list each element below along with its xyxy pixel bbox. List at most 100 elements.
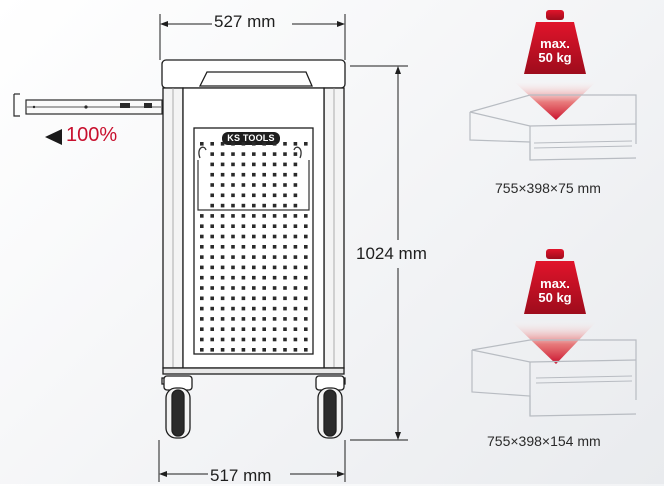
pegboard-hole: [220, 286, 225, 290]
pegboard-hole: [210, 327, 214, 331]
pegboard-hole: [293, 214, 298, 218]
max-label: max.: [540, 276, 570, 291]
pegboard-hole: [210, 193, 214, 198]
pegboard-hole: [283, 348, 287, 352]
width-top-label: 527 mm: [214, 12, 276, 31]
pegboard-hole: [262, 234, 266, 239]
pegboard-hole: [283, 327, 287, 331]
pegboard-hole: [272, 203, 277, 208]
caster-wheel-icon: [163, 375, 345, 439]
height-label: 1024 mm: [356, 244, 427, 263]
weight-icon: [524, 249, 586, 314]
pegboard-hole: [231, 255, 235, 259]
pegboard-hole: [231, 162, 235, 167]
pegboard-hole: [304, 337, 308, 342]
pegboard-hole: [241, 348, 246, 352]
pegboard-hole: [210, 172, 214, 177]
pegboard-hole: [304, 317, 308, 321]
pegboard-hole: [241, 224, 246, 228]
pegboard-hole: [304, 275, 308, 280]
pegboard-hole: [210, 214, 214, 218]
pegboard-hole: [231, 183, 235, 187]
pegboard-hole: [272, 162, 277, 167]
pegboard-hole: [231, 224, 235, 228]
pegboard-hole: [272, 152, 277, 156]
pegboard-hole: [262, 214, 266, 218]
pegboard-hole: [241, 296, 246, 301]
pegboard-hole: [200, 142, 204, 146]
pegboard-hole: [283, 296, 287, 301]
pegboard-hole: [252, 172, 256, 177]
pegboard-hole: [283, 162, 287, 167]
pegboard-hole: [220, 275, 225, 280]
drawer-size-label-1: 755×398×75 mm: [495, 180, 601, 196]
pegboard-hole: [272, 275, 277, 280]
pegboard-hole: [262, 255, 266, 259]
pegboard-hole: [304, 214, 308, 218]
max-load-badge-1: max. 50 kg: [527, 37, 583, 65]
pegboard-hole: [252, 255, 256, 259]
pegboard-hole: [252, 224, 256, 228]
drawer-illustration-2: [471, 339, 637, 417]
pegboard-hole: [241, 275, 246, 280]
pegboard-hole: [262, 203, 266, 208]
pegboard-hole: [272, 296, 277, 301]
pegboard-hole: [210, 296, 214, 301]
pegboard-hole: [272, 317, 277, 321]
pegboard-hole: [200, 296, 204, 301]
pegboard-hole: [210, 162, 214, 167]
pegboard-hole: [231, 193, 235, 198]
pegboard-hole: [293, 245, 298, 249]
pegboard-hole: [200, 348, 204, 352]
pegboard-hole: [272, 172, 277, 177]
pegboard-hole: [210, 142, 214, 146]
pegboard-hole: [272, 224, 277, 228]
pegboard-hole: [283, 142, 287, 146]
pegboard-hole: [241, 172, 246, 177]
pegboard-hole: [220, 162, 225, 167]
height-dimension: [350, 65, 408, 441]
pegboard-hole: [262, 348, 266, 352]
pegboard-hole: [293, 172, 298, 177]
pegboard-hole: [252, 183, 256, 187]
pegboard-hole: [231, 152, 235, 156]
pegboard-hole: [283, 214, 287, 218]
pegboard-hole: [262, 245, 266, 249]
pegboard-hole: [262, 224, 266, 228]
pegboard-hole: [272, 142, 277, 146]
pegboard-hole: [200, 275, 204, 280]
pegboard-hole: [241, 152, 246, 156]
pegboard-hole: [252, 214, 256, 218]
pegboard-hole: [241, 245, 246, 249]
pegboard-hole: [283, 203, 287, 208]
pegboard-hole: [252, 337, 256, 342]
pegboard-hole: [241, 255, 246, 259]
pegboard-hole: [210, 265, 214, 270]
pegboard-hole: [304, 348, 308, 352]
pegboard-hole: [283, 286, 287, 290]
pegboard-hole: [262, 306, 266, 311]
pegboard-hole: [210, 152, 214, 156]
pegboard-hole: [231, 327, 235, 331]
pegboard-hole: [210, 183, 214, 187]
pegboard-hole: [283, 317, 287, 321]
pegboard-hole: [220, 214, 225, 218]
max-label: max.: [540, 36, 570, 51]
pegboard-hole: [241, 234, 246, 239]
pegboard-hole: [231, 286, 235, 290]
pegboard-hole: [200, 224, 204, 228]
pegboard-hole: [210, 275, 214, 280]
pegboard-hole: [252, 348, 256, 352]
pegboard-hole: [304, 234, 308, 239]
pegboard-hole: [200, 214, 204, 218]
pegboard-hole: [220, 234, 225, 239]
pegboard-hole: [293, 203, 298, 208]
pegboard-hole: [210, 255, 214, 259]
pegboard-hole: [293, 234, 298, 239]
pegboard-hole: [210, 306, 214, 311]
pegboard-hole: [293, 317, 298, 321]
pegboard-hole: [283, 306, 287, 311]
arrow-down-icon: [512, 80, 598, 120]
pegboard-hole: [231, 172, 235, 177]
pegboard-hole: [293, 224, 298, 228]
